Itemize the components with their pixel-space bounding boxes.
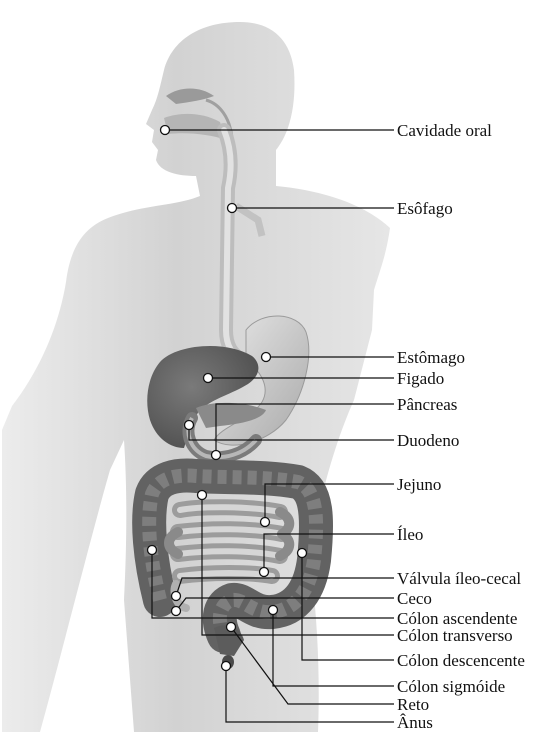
dot-ascending-colon xyxy=(148,546,157,555)
label-transverse-colon: Cólon transverso xyxy=(397,626,513,645)
dot-cecum xyxy=(172,607,181,616)
label-pancreas: Pâncreas xyxy=(397,395,457,414)
dot-pancreas xyxy=(212,451,221,460)
label-rectum: Reto xyxy=(397,695,429,714)
dot-liver xyxy=(204,374,213,383)
dot-transverse-colon xyxy=(198,491,207,500)
dot-ileocecal-valve xyxy=(172,592,181,601)
label-stomach: Estômago xyxy=(397,348,465,367)
dot-stomach xyxy=(262,353,271,362)
organ-labels: Cavidade oral Esôfago Estômago Figado Pâ… xyxy=(397,121,525,732)
label-duodenum: Duodeno xyxy=(397,431,459,450)
label-descending-colon: Cólon descencente xyxy=(397,651,525,670)
dot-oral-cavity xyxy=(161,126,170,135)
label-esophagus: Esôfago xyxy=(397,199,453,218)
label-cecum: Ceco xyxy=(397,589,432,608)
dot-anus xyxy=(222,662,231,671)
label-oral-cavity: Cavidade oral xyxy=(397,121,492,140)
dot-descending-colon xyxy=(298,549,307,558)
label-jejunum: Jejuno xyxy=(397,475,441,494)
dot-duodenum xyxy=(185,421,194,430)
dot-jejunum xyxy=(261,518,270,527)
dot-esophagus xyxy=(228,204,237,213)
label-anus: Ânus xyxy=(397,713,433,732)
dot-ileum xyxy=(260,568,269,577)
dot-rectum xyxy=(227,623,236,632)
label-sigmoid-colon: Cólon sigmóide xyxy=(397,677,505,696)
label-ileum: Íleo xyxy=(397,525,423,544)
dot-sigmoid-colon xyxy=(269,606,278,615)
label-ileocecal-valve: Válvula íleo-cecal xyxy=(397,569,521,588)
label-liver: Figado xyxy=(397,369,444,388)
